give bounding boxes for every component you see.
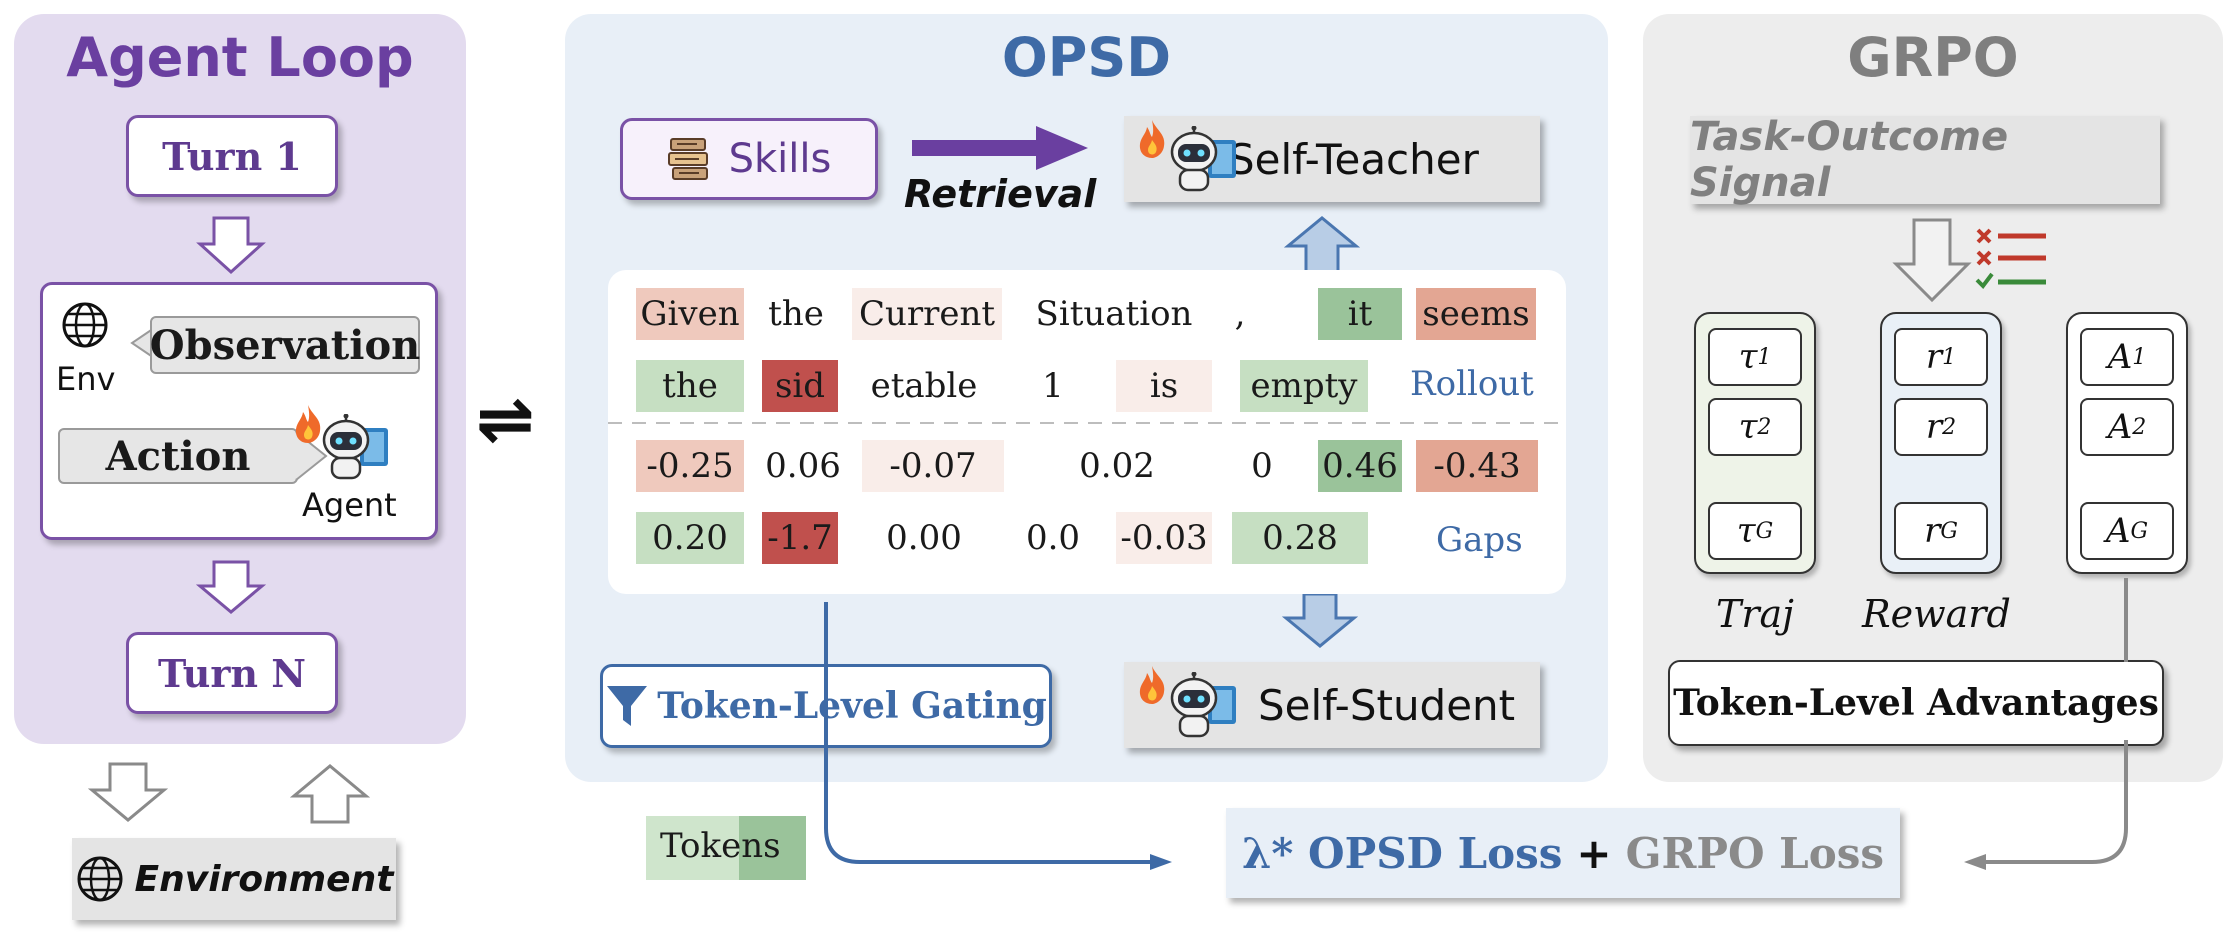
gap-cell: -0.07 <box>862 440 1004 492</box>
action-tag: Action <box>58 428 298 484</box>
down-arrow-icon <box>1892 218 1972 303</box>
gap-cell: 0.28 <box>1232 512 1368 564</box>
fire-icon <box>1139 666 1165 704</box>
gap-cell: 0.46 <box>1318 440 1402 492</box>
token-cell: Current <box>852 288 1002 340</box>
grpo-connector-arrow <box>1964 740 2128 870</box>
token-cell: is <box>1116 360 1212 412</box>
reward-label: Reward <box>1862 592 2011 636</box>
env-label: Env <box>56 360 116 398</box>
agent-label: Agent <box>302 486 397 524</box>
robot-icon <box>1170 672 1236 738</box>
gap-cell: -0.03 <box>1116 512 1212 564</box>
dashed-divider <box>608 422 1566 424</box>
grpo-loss-term: GRPO Loss <box>1625 828 1885 878</box>
retrieval-label: Retrieval <box>904 172 1097 216</box>
opsd-connector-arrow <box>824 602 1172 870</box>
token-cell: , <box>1234 294 1246 334</box>
self-student-label: Self-Student <box>1258 680 1516 730</box>
down-arrow-icon <box>196 216 266 275</box>
environment-label: Environment <box>134 858 394 900</box>
gap-cell: -0.43 <box>1416 440 1538 492</box>
grpo-title: GRPO <box>1847 26 2019 89</box>
up-arrow-icon <box>290 764 370 824</box>
gap-cell: 0.0 <box>1025 518 1081 558</box>
token-cell: the <box>768 294 824 334</box>
gap-cell: 0.02 <box>1079 446 1155 486</box>
gap-cell: 0.20 <box>636 512 744 564</box>
token-cell: seems <box>1416 288 1536 340</box>
traj-label: Traj <box>1716 592 1794 636</box>
tokens-legend <box>646 816 806 880</box>
opsd-loss-term: λ* OPSD Loss <box>1241 828 1563 878</box>
turn-1-box: Turn 1 <box>126 115 338 197</box>
rollout-label: Rollout <box>1410 364 1534 404</box>
globe-icon <box>62 302 108 348</box>
token-advantages-label: Token-Level Advantages <box>1673 682 2159 724</box>
fire-icon <box>295 405 321 443</box>
gap-cell: 0.06 <box>765 446 841 486</box>
swap-icon: ⇌ <box>476 378 535 460</box>
token-gating-label: Token-Level Gating <box>657 685 1047 727</box>
plus-sign: + <box>1576 828 1612 878</box>
gap-cell: -1.7 <box>762 512 838 564</box>
token-cell: empty <box>1240 360 1368 412</box>
skills-box: Skills <box>620 118 878 200</box>
skills-label: Skills <box>728 136 832 182</box>
token-cell: the <box>636 360 744 412</box>
environment-box: Environment <box>72 838 396 920</box>
token-cell: etable <box>870 366 978 406</box>
robot-icon <box>322 414 388 480</box>
loss-box: λ* OPSD Loss + GRPO Loss <box>1226 808 1900 898</box>
gap-cell: 0.00 <box>886 518 962 558</box>
gap-cell: -0.25 <box>636 440 744 492</box>
up-arrow-icon <box>1284 216 1360 276</box>
checklist-icon <box>1975 228 2046 290</box>
gaps-label: Gaps <box>1436 520 1523 560</box>
filter-icon <box>607 686 648 726</box>
advantage-connector <box>2124 578 2128 662</box>
opsd-title: OPSD <box>1001 26 1172 89</box>
observation-tag: Observation <box>150 316 420 374</box>
down-arrow-icon <box>1282 592 1358 648</box>
self-teacher-label: Self-Teacher <box>1228 134 1479 184</box>
token-cell: Given <box>636 288 744 340</box>
token-cell: 1 <box>1042 366 1064 406</box>
token-cell: sid <box>762 360 838 412</box>
task-outcome-label: Task-Outcome Signal <box>1690 114 2009 206</box>
globe-icon <box>77 856 123 902</box>
retrieval-arrow-icon <box>912 126 1088 170</box>
turn-n-box: Turn N <box>126 632 338 714</box>
token-cell: Situation <box>1035 294 1193 334</box>
task-outcome-box: Task-Outcome Signal <box>1690 114 2160 206</box>
agent-loop-title: Agent Loop <box>66 26 414 89</box>
down-arrow-icon <box>88 762 168 822</box>
tokens-legend-label: Tokens <box>660 826 781 866</box>
down-arrow-icon <box>196 560 266 614</box>
gap-cell: 0 <box>1251 446 1273 486</box>
robot-icon <box>1170 126 1236 192</box>
fire-icon <box>1139 120 1165 158</box>
books-icon <box>667 138 708 180</box>
token-cell: it <box>1318 288 1402 340</box>
token-advantages-box: Token-Level Advantages <box>1668 660 2164 746</box>
